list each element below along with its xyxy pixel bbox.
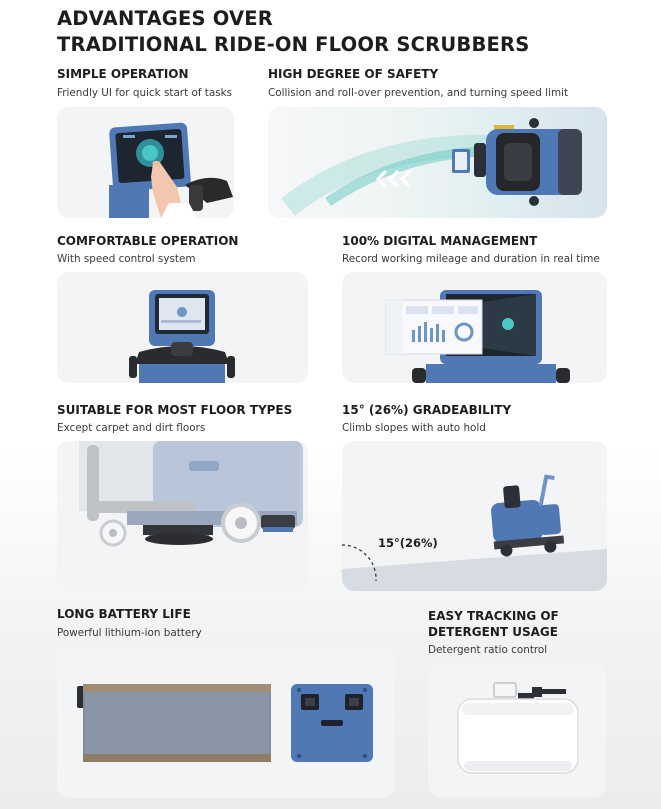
feature-subtitle: Climb slopes with auto hold [342, 422, 486, 434]
feature-title: 15° (26%) GRADEABILITY [342, 403, 512, 417]
feature-title-line-2: DETERGENT USAGE [428, 625, 558, 639]
feature-image-card [428, 663, 606, 797]
scrubber-top-view-icon [281, 118, 582, 216]
touch-screen-icon [109, 122, 233, 218]
steering-console-icon [129, 290, 235, 383]
feature-title: HIGH DEGREE OF SAFETY [268, 67, 439, 81]
feature-subtitle: Record working mileage and duration in r… [342, 253, 600, 265]
feature-title: SUITABLE FOR MOST FLOOR TYPES [57, 403, 293, 417]
feature-subtitle: Except carpet and dirt floors [57, 422, 206, 434]
feature-title: LONG BATTERY LIFE [57, 607, 191, 621]
ride-on-scrubber-icon [342, 474, 607, 591]
feature-title: COMFORTABLE OPERATION [57, 234, 239, 248]
page-title-line-1: ADVANTAGES OVER [57, 7, 273, 30]
feature-image-card [57, 441, 308, 591]
scrub-deck-icon [79, 441, 303, 547]
feature-subtitle: Detergent ratio control [428, 644, 548, 656]
feature-image-card: 15°(26%) [342, 441, 607, 591]
feature-image-card [342, 272, 607, 383]
feature-subtitle: With speed control system [57, 253, 196, 265]
feature-image-card [268, 107, 607, 218]
page-title-line-2: TRADITIONAL RIDE-ON FLOOR SCRUBBERS [57, 33, 530, 56]
feature-image-card [57, 646, 395, 798]
slope-angle-label: 15°(26%) [378, 536, 438, 550]
feature-subtitle: Friendly UI for quick start of tasks [57, 87, 233, 99]
dashboard-monitor-icon [385, 290, 570, 383]
page-title: ADVANTAGES OVER TRADITIONAL RIDE-ON FLOO… [57, 6, 530, 58]
feature-image-card [57, 107, 234, 218]
feature-subtitle: Powerful lithium-ion battery [57, 627, 202, 639]
feature-title-line-1: EASY TRACKING OF [428, 609, 559, 623]
battery-pack-icon [77, 684, 373, 762]
feature-title: SIMPLE OPERATION [57, 67, 189, 81]
feature-subtitle: Collision and roll-over prevention, and … [268, 87, 569, 99]
feature-title: 100% DIGITAL MANAGEMENT [342, 234, 538, 248]
feature-image-card [57, 272, 308, 383]
detergent-tank-icon [457, 682, 579, 774]
